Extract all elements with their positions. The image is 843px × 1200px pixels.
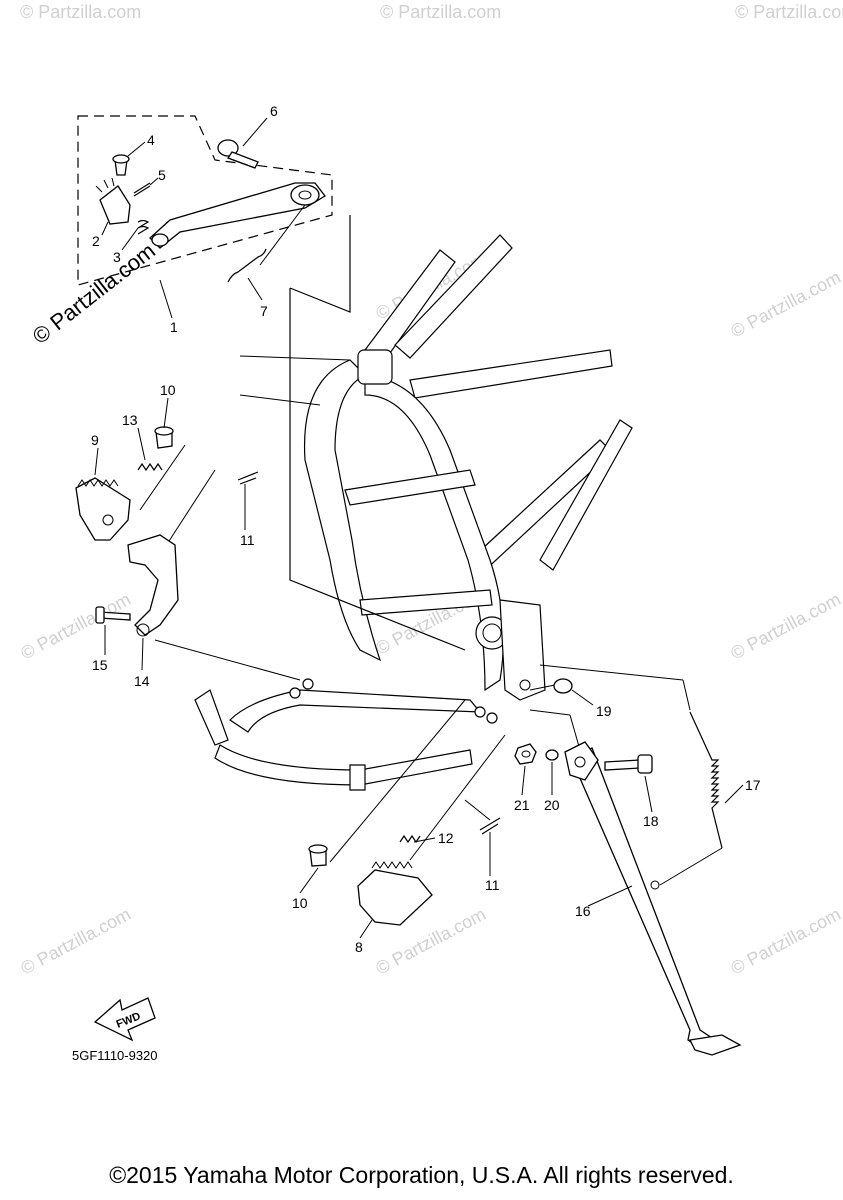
side-stand: [571, 747, 717, 1049]
footrest-left: [75, 477, 131, 541]
label-20: 20: [544, 797, 560, 813]
label-17: 17: [745, 777, 761, 793]
label-13: 13: [122, 412, 138, 428]
brake-pedal-group: [95, 139, 326, 283]
watermark: © Partzilla.com: [380, 2, 501, 22]
collar: [553, 678, 573, 694]
fwd-arrow: FWD: [93, 997, 156, 1042]
nut: [514, 743, 537, 765]
label-9: 9: [91, 432, 99, 448]
part-labels: 1 2 3 4 5 6 7 8 9 10 10 11 11 12 13 14 1…: [91, 103, 761, 955]
watermark: © Partzilla.com: [17, 904, 133, 979]
label-14: 14: [134, 673, 150, 689]
washer: [545, 749, 559, 761]
fwd-arrow-icon: [93, 997, 156, 1042]
label-1: 1: [170, 319, 178, 335]
footrest-right: [357, 869, 433, 926]
return-spring: [227, 248, 267, 283]
spring-small: [137, 219, 150, 235]
label-21: 21: [514, 797, 530, 813]
right-footrest-group: [308, 817, 501, 926]
watermark: © Partzilla.com: [735, 2, 843, 22]
label-2: 2: [92, 233, 100, 249]
pedal-bolt: [227, 151, 259, 169]
watermark: © Partzilla.com: [727, 267, 843, 342]
watermark: © Partzilla.com: [17, 589, 133, 664]
label-11-upper: 11: [240, 532, 255, 548]
label-10-upper: 10: [160, 382, 176, 398]
watermark: © Partzilla.com: [727, 589, 843, 664]
cotter-pin-lower: [479, 817, 501, 835]
watermark-side: © Partzilla.com: [28, 238, 160, 349]
label-12: 12: [438, 830, 454, 846]
label-16: 16: [575, 903, 591, 919]
watermark: © Partzilla.com: [727, 904, 843, 979]
label-8: 8: [355, 939, 363, 955]
cotter-pin-upper: [237, 471, 259, 485]
brake-pedal-tip: [99, 185, 131, 225]
drawing-code: 5GF1110-9320: [72, 1048, 158, 1063]
copyright-notice: ©2015 Yamaha Motor Corporation, U.S.A. A…: [109, 1162, 734, 1188]
reference-lines: [77, 115, 723, 886]
label-19: 19: [596, 703, 612, 719]
label-15: 15: [92, 657, 108, 673]
side-stand-group: [514, 678, 742, 1056]
footrest-bracket: [127, 534, 179, 636]
footrest-spring: [137, 462, 163, 472]
label-18: 18: [643, 813, 659, 829]
watermark: © Partzilla.com: [20, 2, 141, 22]
side-stand-spring: [689, 711, 723, 849]
frame-assembly: [194, 234, 633, 791]
label-10-lower: 10: [292, 895, 308, 911]
callout-leaders: [94, 117, 744, 939]
side-stand-bolt: [604, 759, 641, 771]
cotter-pin: [133, 182, 151, 197]
label-3: 3: [113, 249, 121, 265]
label-5: 5: [158, 167, 166, 183]
label-6: 6: [270, 103, 278, 119]
label-7: 7: [260, 303, 268, 319]
left-footrest-group: [75, 426, 259, 637]
label-11-lower: 11: [485, 877, 500, 893]
label-4: 4: [147, 132, 155, 148]
